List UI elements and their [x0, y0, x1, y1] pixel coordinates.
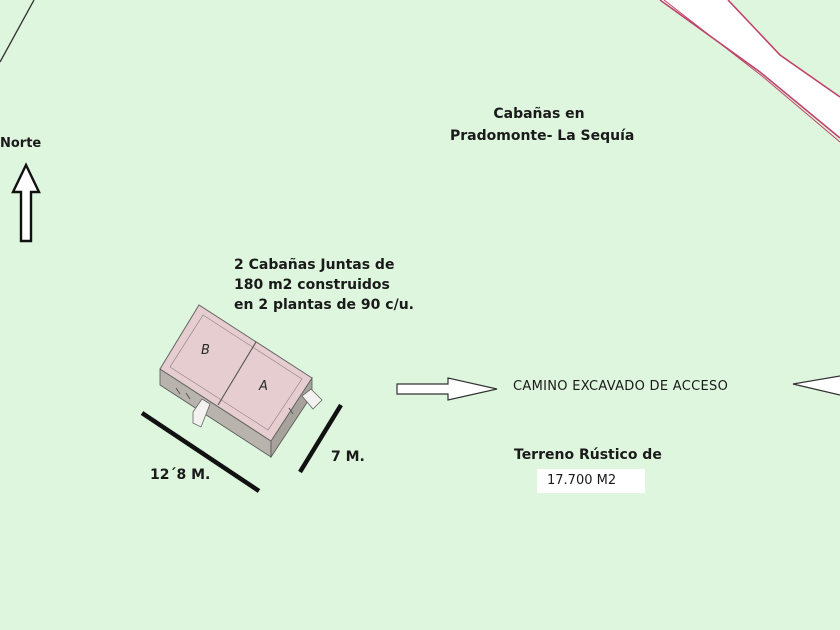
access-road-label: CAMINO EXCAVADO DE ACCESO — [513, 379, 729, 394]
cabins-description-line: 2 Cabañas Juntas de — [234, 257, 395, 273]
cabin-door-mark — [185, 392, 191, 400]
road-edge-inner — [727, 0, 840, 98]
cabins-description: 2 Cabañas Juntas de 180 m2 construidos e… — [234, 255, 414, 315]
dimension-line-length — [140, 411, 261, 493]
cabin-label-b: B — [201, 343, 210, 358]
road-arrow-icon — [792, 375, 840, 396]
cabin-roof-inner — [169, 314, 303, 431]
cabin-door-mark — [288, 407, 294, 415]
dimension-length-label: 12´8 M. — [150, 467, 211, 483]
dimension-line-width — [298, 403, 343, 474]
cabin-divider — [217, 341, 257, 406]
cabin-label-a: A — [258, 379, 268, 394]
cabin-roof — [159, 304, 313, 442]
north-arrow-icon — [11, 162, 41, 243]
cabins-description-line: 180 m2 construidos — [234, 277, 390, 293]
dimension-width-label: 7 M. — [331, 449, 365, 465]
cabin-porch-a — [301, 388, 323, 410]
map-title: Cabañas en Pradomonte- La Sequía — [450, 103, 635, 147]
terrain-area: 17.700 M2 — [537, 469, 645, 493]
road-edge-outer — [659, 0, 840, 139]
map-title-line: Cabañas en — [493, 106, 585, 122]
cabins-building: B A — [159, 304, 323, 459]
boundary-line — [0, 0, 35, 63]
road-body — [660, 0, 840, 138]
map-title-line: Pradomonte- La Sequía — [450, 128, 635, 144]
north-label: Norte — [0, 136, 42, 151]
terrain-label: Terreno Rústico de — [514, 447, 662, 463]
road-top-right — [659, 0, 840, 143]
cabins-description-line: en 2 plantas de 90 c/u. — [234, 297, 414, 313]
road-arrow-icon — [396, 377, 498, 401]
cabin-porch-b — [192, 398, 211, 428]
cabin-door-mark — [175, 387, 181, 395]
road-edge-outer-2 — [663, 0, 840, 143]
